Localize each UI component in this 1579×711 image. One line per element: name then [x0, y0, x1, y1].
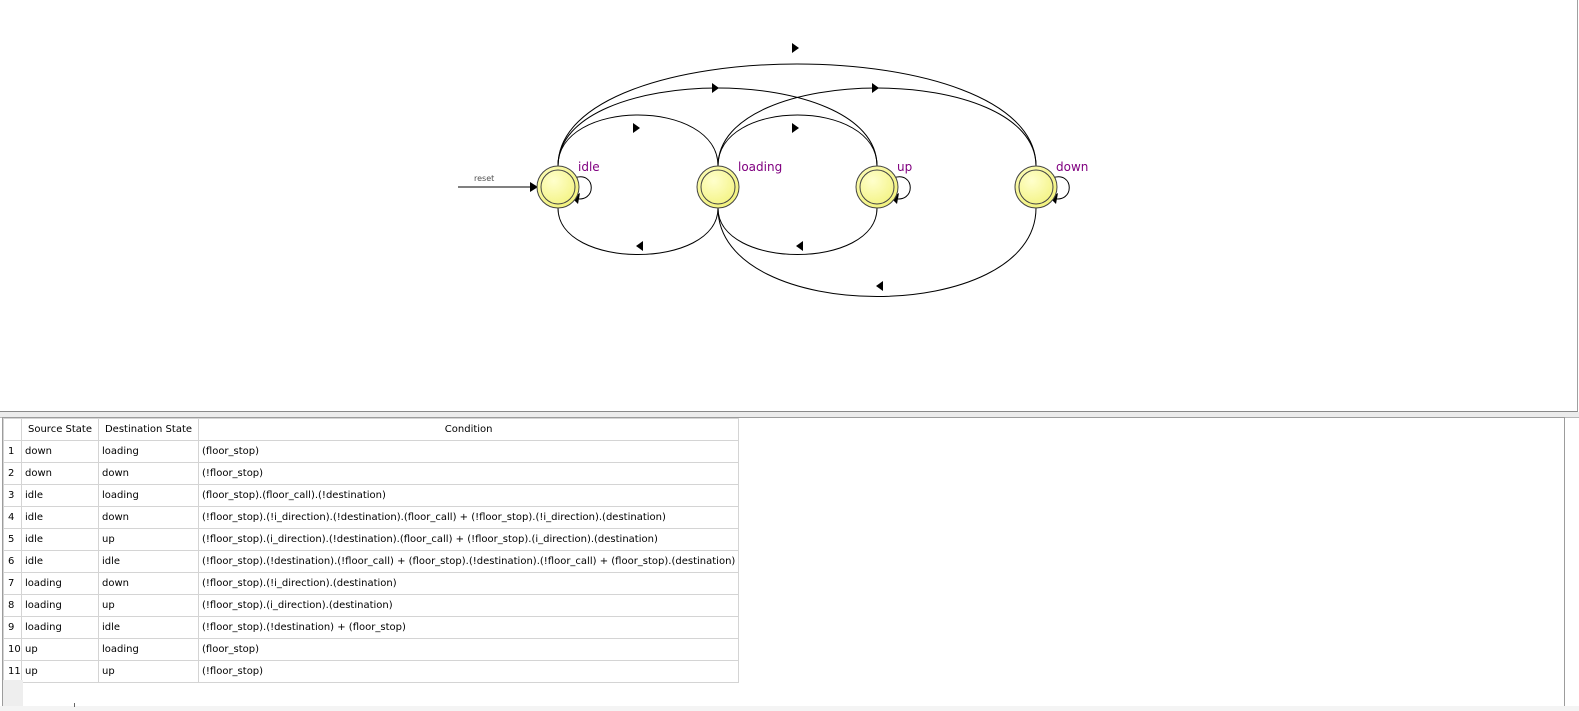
cell-condition[interactable]: (floor_stop).(floor_call).(!destination): [197, 484, 740, 507]
column-header-condition[interactable]: Condition: [197, 418, 740, 441]
state-label-down: down: [1056, 160, 1088, 174]
arrow-idle-down: [792, 43, 799, 53]
cell-condition[interactable]: (!floor_stop).(!i_direction).(destinatio…: [197, 572, 740, 595]
cell-source-state[interactable]: idle: [21, 550, 99, 573]
cell-source-state[interactable]: up: [21, 638, 99, 661]
cell-condition[interactable]: (floor_stop): [197, 440, 740, 463]
state-nodes: [536, 165, 1058, 209]
cell-destination-state[interactable]: idle: [98, 616, 199, 639]
cell-condition[interactable]: (!floor_stop): [197, 660, 740, 683]
cell-condition[interactable]: (!floor_stop): [197, 462, 740, 485]
state-diagram-canvas[interactable]: idle loading up down reset: [0, 0, 1578, 412]
reset-label: reset: [474, 174, 494, 183]
cell-source-state[interactable]: idle: [21, 506, 99, 529]
cell-destination-state[interactable]: loading: [98, 484, 199, 507]
cell-condition[interactable]: (!floor_stop).(!destination) + (floor_st…: [197, 616, 740, 639]
cell-destination-state[interactable]: up: [98, 528, 199, 551]
row-header-strip: [3, 680, 23, 706]
cell-source-state[interactable]: down: [21, 440, 99, 463]
row-number: 10: [3, 638, 22, 661]
column-header-destination[interactable]: Destination State: [98, 418, 199, 441]
edge-idle-up: [557, 87, 878, 167]
cell-source-state[interactable]: idle: [21, 528, 99, 551]
cell-destination-state[interactable]: loading: [98, 638, 199, 661]
transition-table-pane[interactable]: Source State Destination State Condition…: [2, 417, 1565, 707]
cell-condition[interactable]: (!floor_stop).(!i_direction).(!destinati…: [197, 506, 740, 529]
row-number: 4: [3, 506, 22, 529]
cell-source-state[interactable]: loading: [21, 594, 99, 617]
edge-idle-idle: [573, 176, 592, 200]
cell-destination-state[interactable]: up: [98, 660, 199, 683]
arrow-down-loading: [876, 281, 883, 291]
row-number: 3: [3, 484, 22, 507]
edge-down-down: [1051, 176, 1070, 200]
table-header-row: Source State Destination State Condition: [3, 418, 740, 441]
state-up[interactable]: [855, 165, 899, 209]
cell-destination-state[interactable]: down: [98, 462, 199, 485]
edge-idle-down: [557, 63, 1037, 167]
status-strip: [0, 706, 1579, 711]
cell-condition[interactable]: (!floor_stop).(i_direction).(!destinatio…: [197, 528, 740, 551]
row-number: 2: [3, 462, 22, 485]
column-header-source[interactable]: Source State: [21, 418, 99, 441]
state-diagram: idle loading up down reset: [458, 43, 1088, 297]
cell-destination-state[interactable]: down: [98, 572, 199, 595]
arrow-idle-loading: [633, 123, 640, 133]
edge-up-up: [892, 176, 911, 200]
transition-table: Source State Destination State Condition…: [3, 418, 740, 683]
row-number: 5: [3, 528, 22, 551]
state-idle[interactable]: [536, 165, 580, 209]
cell-destination-state[interactable]: up: [98, 594, 199, 617]
edge-loading-up: [717, 114, 878, 167]
state-label-loading: loading: [738, 160, 782, 174]
cell-source-state[interactable]: loading: [21, 572, 99, 595]
state-down[interactable]: [1014, 165, 1058, 209]
arrow-up-loading: [796, 241, 803, 251]
edge-loading-down: [717, 87, 1037, 167]
cell-source-state[interactable]: loading: [21, 616, 99, 639]
row-number: 9: [3, 616, 22, 639]
arrow-idle-up: [712, 83, 719, 93]
cell-destination-state[interactable]: idle: [98, 550, 199, 573]
edge-loading-idle: [557, 207, 719, 255]
arrow-reset: [530, 182, 538, 192]
edge-down-loading: [717, 207, 1037, 297]
cell-source-state[interactable]: up: [21, 660, 99, 683]
status-divider: [74, 703, 75, 707]
row-number: 6: [3, 550, 22, 573]
state-label-idle: idle: [578, 160, 600, 174]
cell-condition[interactable]: (floor_stop): [197, 638, 740, 661]
cell-source-state[interactable]: idle: [21, 484, 99, 507]
row-number: 1: [3, 440, 22, 463]
edge-idle-loading: [557, 114, 719, 167]
row-number: 7: [3, 572, 22, 595]
cell-condition[interactable]: (!floor_stop).(!destination).(!floor_cal…: [197, 550, 740, 573]
table-corner-cell: [3, 418, 22, 441]
cell-source-state[interactable]: down: [21, 462, 99, 485]
state-loading[interactable]: [696, 165, 740, 209]
cell-condition[interactable]: (!floor_stop).(i_direction).(destination…: [197, 594, 740, 617]
arrow-loading-up: [792, 123, 799, 133]
row-number: 8: [3, 594, 22, 617]
state-label-up: up: [897, 160, 912, 174]
cell-destination-state[interactable]: loading: [98, 440, 199, 463]
cell-destination-state[interactable]: down: [98, 506, 199, 529]
arrow-loading-down: [872, 83, 879, 93]
arrowheads: [530, 43, 1058, 291]
arrow-loading-idle: [636, 241, 643, 251]
edge-up-loading: [717, 207, 878, 255]
